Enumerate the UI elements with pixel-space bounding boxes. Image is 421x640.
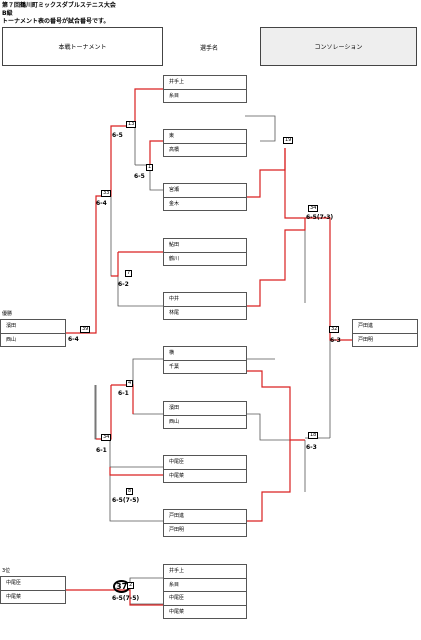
match-number-2: 2 — [127, 582, 135, 589]
player-name: 中尾臣 — [164, 592, 246, 606]
player-name: 井手上 — [164, 565, 246, 579]
consolation-winner-box: 戸田進 戸田明 — [352, 319, 418, 347]
match-number-32: 32 — [329, 326, 340, 333]
player-name: 千葉 — [169, 364, 180, 370]
player-name: 東 — [164, 130, 246, 144]
player-name: 宮瀬 — [164, 184, 246, 198]
player-name: 林尾 — [169, 310, 180, 316]
player-name: 戸田進 — [164, 510, 246, 524]
score-match-7: 6-2 — [118, 281, 129, 288]
match-number-8: 8 — [126, 488, 134, 495]
match-number-33: 33 — [101, 190, 112, 197]
player-name: 鶴川 — [169, 256, 180, 262]
player-name: 糸目 — [169, 582, 180, 588]
tournament-title: 第７回鶴川町ミックスダブルステニス大会 — [2, 2, 116, 9]
pair-box-1: 井手上 糸目 — [163, 75, 247, 103]
third-place-box: 中尾臣 中尾菜 — [0, 576, 66, 604]
player-name: 濱田 — [1, 320, 65, 334]
player-name: 糸目 — [169, 93, 180, 99]
pair-box-3: 宮瀬 金木 — [163, 183, 247, 211]
match-number-7: 7 — [125, 270, 133, 277]
player-name: 中尾臣 — [1, 577, 65, 591]
score-match-1: 6-5 — [134, 173, 145, 180]
pair-box-5: 中井 林尾 — [163, 292, 247, 320]
pair-box-6: 横 千葉 — [163, 346, 247, 374]
score-consolation-34: 6-5(7-3) — [306, 214, 334, 221]
player-name: 中尾菜 — [6, 594, 22, 600]
player-name: 横 — [164, 347, 246, 361]
match-number-4: 4 — [126, 380, 134, 387]
player-name: 戸田進 — [353, 320, 417, 334]
match-number-18: 18 — [308, 432, 319, 439]
player-name: 金木 — [169, 201, 180, 207]
score-match-18: 6-3 — [306, 444, 317, 451]
player-name: 濱田 — [164, 402, 246, 416]
score-match-13: 6-5 — [112, 132, 123, 139]
score-match-34: 6-1 — [96, 447, 107, 454]
match-number-39: 39 — [80, 326, 91, 333]
player-name: 井手上 — [164, 76, 246, 90]
player-name: 高橋 — [169, 147, 180, 153]
player-name: 中尾菜 — [169, 473, 185, 479]
match-number-1: 1 — [146, 164, 154, 171]
score-match-8: 6-5(7-5) — [112, 497, 140, 504]
score-match-37: 6-5(7-5) — [112, 595, 140, 602]
player-name: 西山 — [6, 337, 17, 343]
score-match-4: 6-1 — [118, 390, 129, 397]
winner-label: 優勝 — [2, 311, 13, 317]
match-number-13: 13 — [126, 121, 137, 128]
player-name: 鮎田 — [164, 239, 246, 253]
player-name-header: 選手名 — [200, 45, 219, 52]
main-tournament-header: 本戦トーナメント — [2, 27, 163, 66]
player-name: 中尾臣 — [164, 456, 246, 470]
class-label: B級 — [2, 10, 13, 17]
third-place-pair-b: 中尾臣 中尾菜 — [163, 591, 247, 619]
score-match-33: 6-4 — [96, 200, 107, 207]
player-name: 戸田明 — [169, 527, 185, 533]
pair-box-9: 戸田進 戸田明 — [163, 509, 247, 537]
player-name: 西山 — [169, 419, 180, 425]
pair-box-2: 東 高橋 — [163, 129, 247, 157]
winner-box: 濱田 西山 — [0, 319, 66, 347]
player-name: 中井 — [164, 293, 246, 307]
instruction-note: トーナメント表の番号が試合番号です。 — [2, 18, 110, 25]
consolation-header: コンソレーション — [260, 27, 417, 66]
player-name: 中尾菜 — [169, 609, 185, 615]
third-place-pair-a: 井手上 糸目 — [163, 564, 247, 592]
score-match-32: 6-3 — [330, 337, 341, 344]
match-number-34: 34 — [101, 434, 112, 441]
match-number-34-consolation: 34 — [308, 205, 319, 212]
player-name: 戸田明 — [358, 337, 374, 343]
third-place-label: 3位 — [2, 568, 11, 574]
score-match-39: 6-4 — [68, 336, 79, 343]
pair-box-4: 鮎田 鶴川 — [163, 238, 247, 266]
match-number-19: 19 — [283, 137, 294, 144]
pair-box-7: 濱田 西山 — [163, 401, 247, 429]
pair-box-8: 中尾臣 中尾菜 — [163, 455, 247, 483]
